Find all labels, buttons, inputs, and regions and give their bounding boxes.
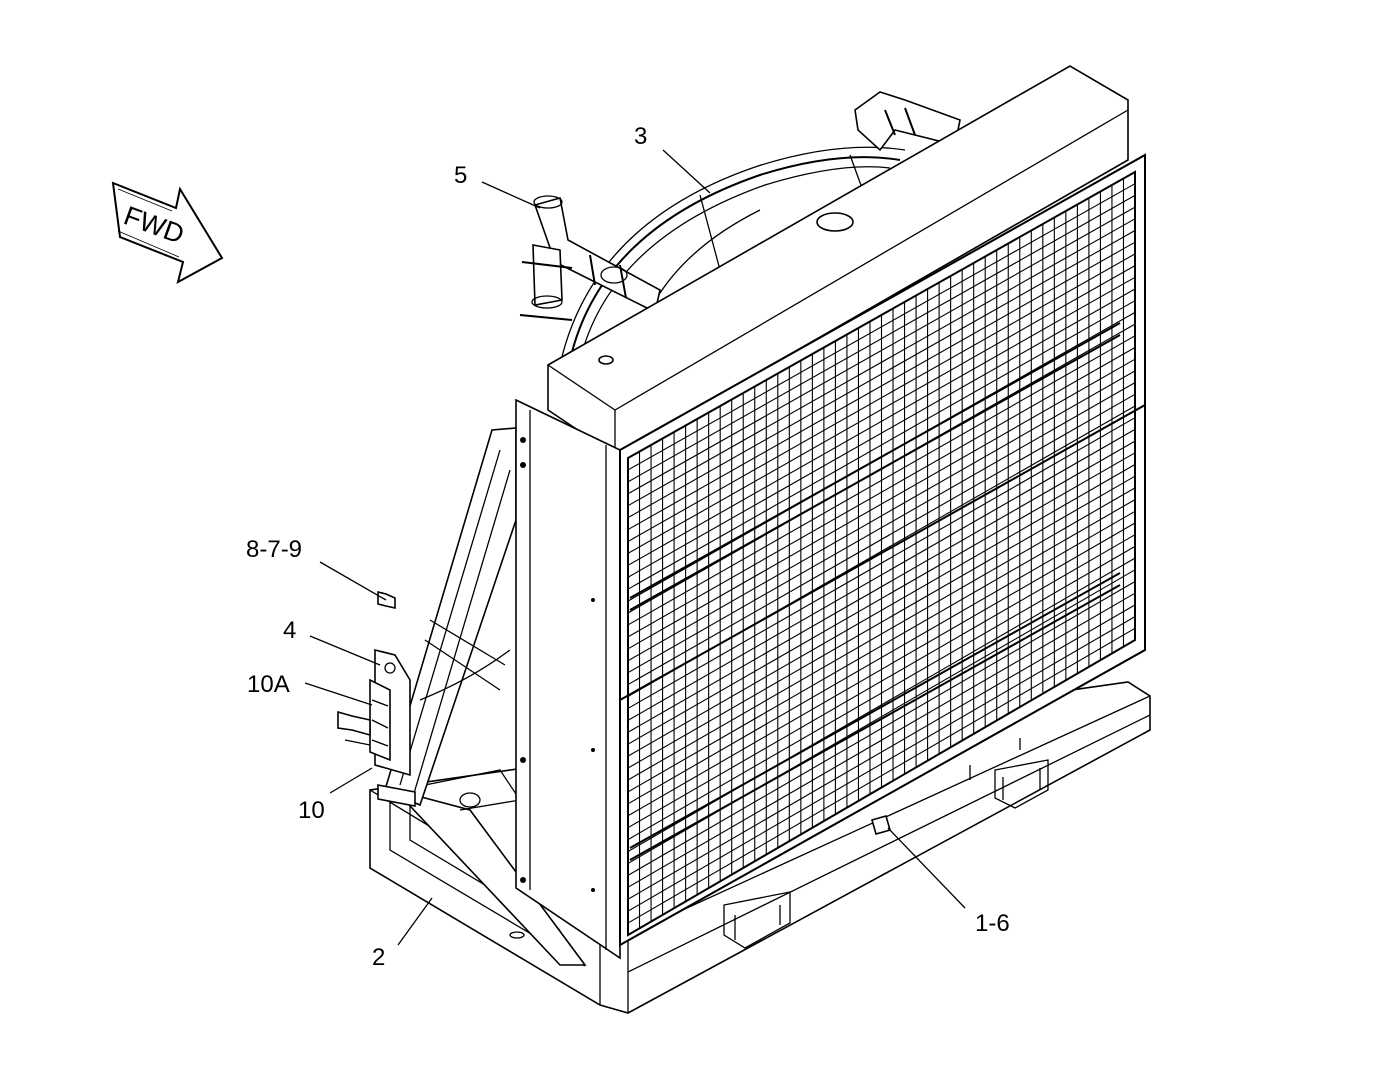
core-mesh [627,178,1136,929]
top-tank [547,65,1129,456]
callout-1-6: 1-6 [975,910,1010,937]
side-plate [515,398,621,960]
callout-2: 2 [372,944,385,971]
callout-8-7-9: 8-7-9 [246,536,302,563]
fwd-label: FWD [120,200,188,249]
upper-pipe [519,195,661,321]
fwd-arrow: FWD [111,181,224,284]
callout-4: 4 [283,617,296,644]
callout-10a: 10A [247,671,290,698]
callout-labels: 3 5 8-7-9 4 10A 10 2 1-6 [246,123,1010,971]
callout-10: 10 [298,797,325,824]
callout-3: 3 [634,123,647,150]
radiator-core [619,153,1146,947]
leader-lines [304,149,966,946]
bracket-assembly [337,590,891,835]
callout-5: 5 [454,162,467,189]
